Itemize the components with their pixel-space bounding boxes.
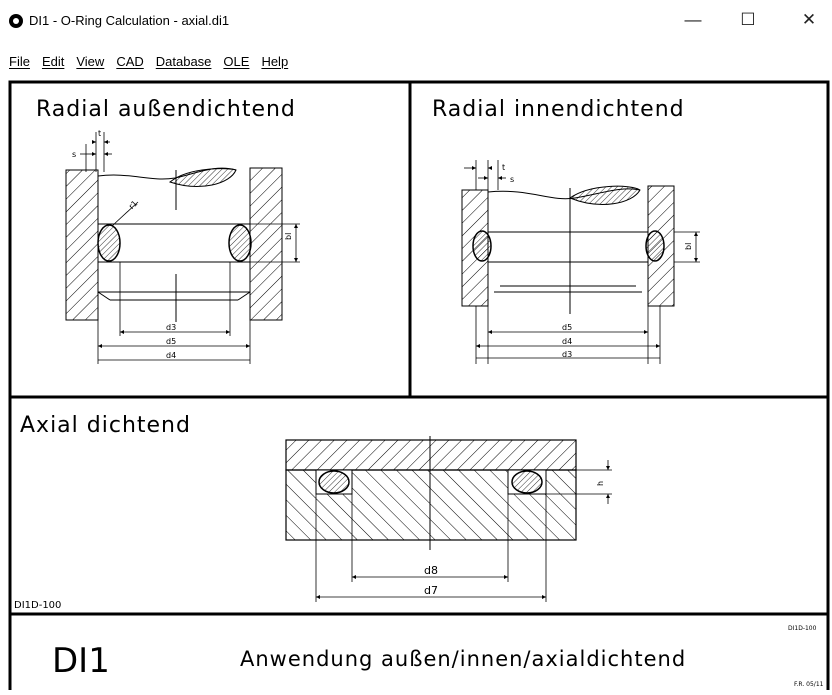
titleblock-date: F.R. 05/11 — [794, 681, 824, 688]
menu-help[interactable]: Help — [261, 53, 289, 69]
panel1-title: Radial außendichtend — [36, 97, 296, 122]
panel3-label-h: h — [596, 481, 605, 486]
menu-cad[interactable]: CAD — [116, 53, 144, 69]
panel-radial-inner: Radial innendichtend t s bl — [432, 97, 700, 364]
menu-database[interactable]: Database — [155, 53, 212, 69]
title-block: DI1 Anwendung außen/innen/axialdichtend … — [52, 625, 824, 688]
panel3-label-d7: d7 — [424, 584, 438, 597]
panel2-label-d5: d5 — [562, 323, 572, 332]
maximize-button[interactable]: ☐ — [740, 10, 756, 29]
panel1-label-t: t — [98, 129, 101, 138]
window-title: DI1 - O-Ring Calculation - axial.di1 — [29, 13, 230, 28]
menu-view[interactable]: View — [76, 53, 105, 69]
panel2-label-bl: bl — [684, 243, 693, 250]
close-button[interactable]: ✕ — [801, 10, 817, 29]
panel1-label-d4: d4 — [166, 351, 176, 360]
panel1-label-r1: r1 — [127, 199, 139, 211]
titleblock-logo: DI1 — [52, 641, 110, 681]
panel2-label-t: t — [502, 163, 505, 172]
panel2-label-s: s — [510, 175, 514, 184]
title-bar: DI1 - O-Ring Calculation - axial.di1 — ☐… — [0, 0, 832, 48]
drawing-canvas[interactable]: Radial außendichtend r1 s t — [0, 74, 832, 694]
panel-axial: Axial dichtend h d8 d7 DI1D-100 — [14, 413, 612, 611]
titleblock-description: Anwendung außen/innen/axialdichtend — [240, 647, 686, 671]
panel2-label-d3: d3 — [562, 350, 572, 359]
minimize-button[interactable]: — — [684, 10, 702, 29]
panel3-title: Axial dichtend — [20, 413, 191, 438]
panel3-code: DI1D-100 — [14, 600, 61, 611]
titleblock-code: DI1D-100 — [788, 625, 817, 632]
drawing-frame — [8, 80, 830, 694]
menu-file[interactable]: File — [9, 53, 30, 69]
panel1-label-d3: d3 — [166, 323, 176, 332]
panel3-label-d8: d8 — [424, 564, 438, 577]
panel1-label-d5: d5 — [166, 337, 176, 346]
panel-radial-outer: Radial außendichtend r1 s t — [36, 97, 300, 364]
panel2-title: Radial innendichtend — [432, 97, 685, 122]
app-icon[interactable] — [9, 14, 23, 28]
panel1-label-s: s — [72, 150, 76, 159]
menu-ole[interactable]: OLE — [223, 53, 250, 69]
menu-bar: File Edit View CAD Database OLE Help — [0, 50, 832, 72]
panel1-label-bl: bl — [284, 233, 293, 240]
menu-edit[interactable]: Edit — [41, 53, 65, 69]
panel2-label-d4: d4 — [562, 337, 572, 346]
